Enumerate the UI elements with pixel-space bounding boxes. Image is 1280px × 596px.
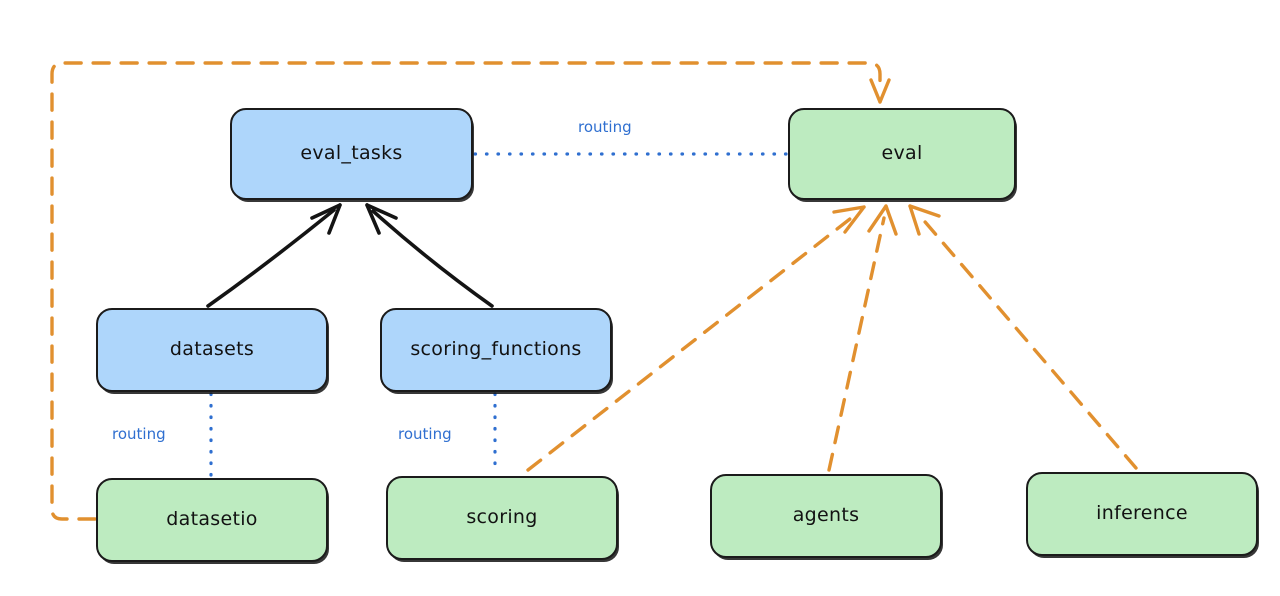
node-eval-tasks[interactable]: eval_tasks xyxy=(230,108,473,200)
node-inference[interactable]: inference xyxy=(1026,472,1258,556)
node-label-agents: agents xyxy=(792,504,860,526)
edge-label-routing-eval-tasks-eval: routing xyxy=(578,118,632,136)
edge-scoring-functions-to-eval-tasks xyxy=(365,203,494,308)
edge-datasetio-to-eval xyxy=(50,61,891,521)
edge-label-routing-scoring-functions-scoring: routing xyxy=(398,425,452,443)
node-label-datasetio: datasetio xyxy=(166,508,258,530)
node-eval[interactable]: eval xyxy=(788,108,1016,200)
edge-scoring-to-eval xyxy=(526,205,866,472)
node-scoring[interactable]: scoring xyxy=(386,476,618,560)
edge-label-routing-datasets-datasetio: routing xyxy=(112,425,166,443)
node-agents[interactable]: agents xyxy=(710,474,942,558)
edge-agents-to-eval xyxy=(827,204,898,472)
node-label-eval-tasks: eval_tasks xyxy=(300,142,403,164)
edge-inference-to-eval xyxy=(908,204,1138,470)
edge-datasets-to-eval-tasks xyxy=(206,203,342,308)
node-datasets[interactable]: datasets xyxy=(96,308,328,392)
node-scoring-functions[interactable]: scoring_functions xyxy=(380,308,612,392)
node-label-eval: eval xyxy=(881,142,923,164)
node-datasetio[interactable]: datasetio xyxy=(96,478,328,562)
node-label-scoring-functions: scoring_functions xyxy=(410,338,582,360)
node-label-datasets: datasets xyxy=(169,338,255,360)
node-label-scoring: scoring xyxy=(466,506,538,528)
node-label-inference: inference xyxy=(1096,502,1188,524)
